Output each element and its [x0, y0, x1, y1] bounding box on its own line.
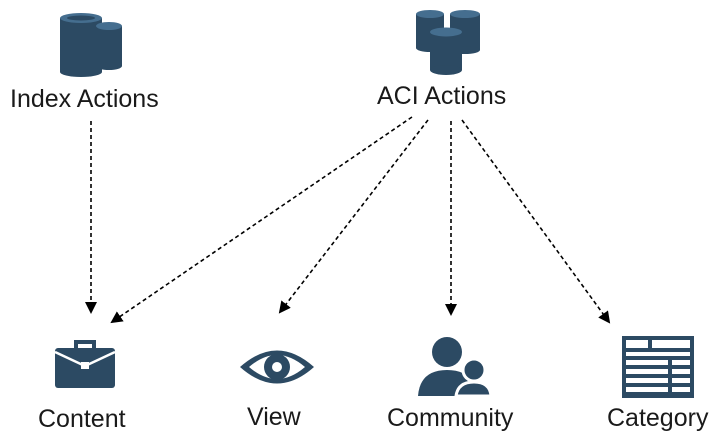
- category-label: Category: [607, 404, 709, 432]
- aci-actions-label: ACI Actions: [377, 82, 507, 110]
- content-label: Content: [38, 405, 126, 433]
- edge-aci-actions-to-content: [110, 116, 413, 324]
- index-actions-label: Index Actions: [10, 85, 159, 113]
- view-label: View: [247, 403, 301, 431]
- edge-aci-actions-to-view: [278, 119, 429, 314]
- table-icon: [622, 336, 694, 398]
- database-cluster-icon: [416, 10, 480, 75]
- community-label: Community: [387, 404, 514, 432]
- users-icon: [418, 337, 492, 396]
- database-icon: [60, 13, 122, 77]
- edge-aci-actions-to-category: [461, 119, 611, 324]
- eye-icon: [240, 350, 314, 384]
- briefcase-icon: [54, 340, 116, 388]
